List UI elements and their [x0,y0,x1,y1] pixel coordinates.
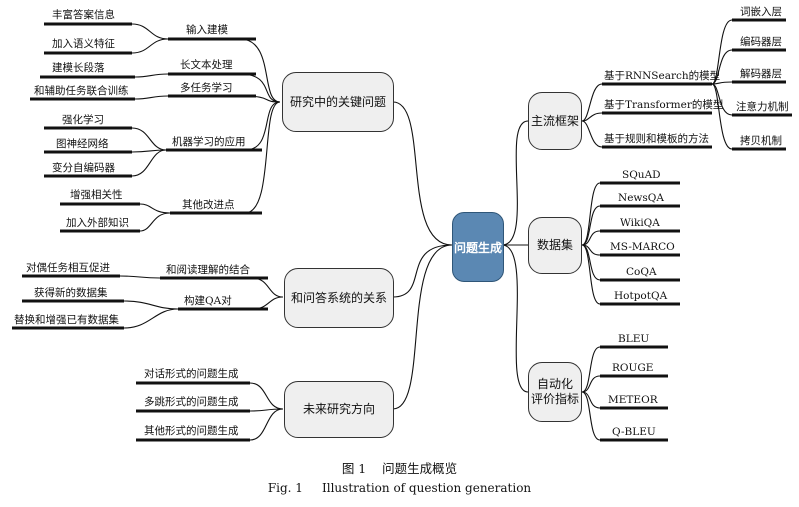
metrics-title-line1: 自动化 [536,377,573,391]
dataset-msmarco: MS-MARCO [610,241,675,253]
part-attention: 注意力机制 [736,101,789,113]
node-future-directions: 未来研究方向 [284,381,394,438]
connector [139,203,171,214]
item-rule-template: 基于规则和模板的方法 [604,133,709,145]
item-multihop-qg: 多跳形式的问题生成 [144,396,239,408]
connector [711,49,733,85]
connector [711,83,733,150]
item-rnnsearch: 基于RNNSearch的模型 [604,70,721,82]
item-joint-training: 和辅助任务联合训练 [34,85,129,97]
dataset-wikiqa: WikiQA [620,217,660,229]
metrics-title-line2: 评价指标 [530,392,579,406]
connector [581,391,601,441]
connector [392,244,453,410]
dataset-coqa: CoQA [626,266,657,278]
connector [131,149,167,177]
connector [131,127,167,151]
item-gnn: 图神经网络 [56,138,109,150]
metric-meteor: METEOR [608,394,658,406]
connector [392,244,453,298]
item-relevance: 增强相关性 [70,189,123,201]
dataset-hotpotqa: HotpotQA [614,290,668,302]
dataset-newsqa: NewsQA [618,192,664,204]
metric-bleu: BLEU [618,333,650,345]
connector [139,212,171,232]
item-other-qg: 其他形式的问题生成 [144,425,239,437]
node-datasets: 数据集 [528,217,582,274]
dataset-squad: SQuAD [622,169,661,181]
group-input-modeling: 输入建模 [186,24,228,36]
connector [123,308,179,329]
connector [581,375,601,393]
part-encoder: 编码器层 [740,36,782,48]
connector [131,38,169,54]
item-augment-dataset: 替换和增强已有数据集 [14,314,119,326]
figure-caption-en: Fig. 1 Illustration of question generati… [267,481,532,495]
group-ml-application: 机器学习的应用 [172,136,246,148]
item-rich-answer: 丰富答案信息 [52,9,115,21]
group-mrc: 和阅读理解的结合 [166,264,250,276]
connector [501,120,529,246]
figure-caption-cn: 图 1 问题生成概览 [341,461,458,476]
connector [501,244,529,393]
connector [131,23,169,40]
node-framework: 主流框架 [528,92,582,150]
group-long-text: 长文本处理 [180,59,233,71]
item-transformer: 基于Transformer的模型 [604,99,724,111]
node-metrics: 自动化 评价指标 [528,362,582,422]
connector [244,101,281,214]
item-semantic-features: 加入语义特征 [52,38,115,50]
metric-rouge: ROUGE [612,362,654,374]
connector [134,95,169,100]
node-research-issues: 研究中的关键问题 [282,72,394,132]
connector [239,38,281,103]
connector [581,391,601,409]
item-dual-task: 对偶任务相互促进 [26,262,110,274]
item-external-knowledge: 加入外部知识 [66,217,129,229]
connector [581,205,601,246]
connector [581,346,601,393]
connector [244,101,281,151]
connector [239,73,281,103]
connector [251,277,284,298]
item-reinforcement: 强化学习 [62,114,104,126]
connector [249,382,284,410]
group-other-improvements: 其他改进点 [182,199,235,211]
connector [392,101,453,246]
connector [581,120,603,148]
connector [581,230,601,246]
group-multitask: 多任务学习 [180,82,233,94]
connector [249,408,284,441]
connector [581,112,603,122]
connector [581,83,603,122]
item-conversational-qg: 对话形式的问题生成 [144,368,239,380]
connector [119,275,161,279]
metric-qbleu: Q-BLEU [612,426,656,438]
connector [123,300,179,310]
item-vae: 变分自编码器 [52,162,115,174]
node-qa-relation: 和问答系统的关系 [284,268,394,328]
connector [134,73,169,78]
connector [581,244,601,305]
group-qa-pairs: 构建QA对 [184,295,232,307]
part-decoder: 解码器层 [740,68,782,80]
part-embedding: 词嵌入层 [740,6,782,18]
center-node: 问题生成 [452,212,504,282]
item-new-dataset: 获得新的数据集 [34,287,108,299]
part-copy: 拷贝机制 [740,135,782,147]
item-long-paragraph: 建模长段落 [52,62,105,74]
connector [251,296,284,310]
